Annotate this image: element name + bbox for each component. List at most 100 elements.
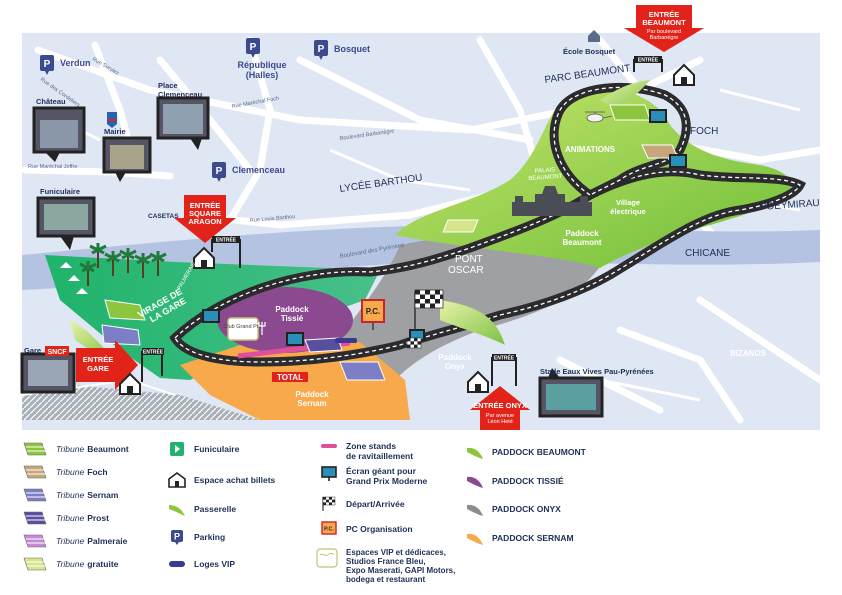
screen-icon (321, 466, 337, 481)
club-grand-prix-icon (316, 548, 338, 568)
track-centerline (174, 171, 801, 363)
mairie-emblem (107, 112, 117, 128)
parking-republique-label: République(Halles) (238, 60, 287, 80)
legend-paddock-sernam: PADDOCK SERNAM (466, 530, 574, 546)
legend-passerelle: Passerelle (168, 501, 236, 517)
svg-text:ENTRÉE: ENTRÉE (216, 236, 237, 244)
stade-label: Stade Eaux Vives Pau-Pyrénées (540, 367, 654, 376)
total-label: TOTAL (277, 373, 303, 382)
funiculaire-label: Funiculaire (40, 187, 80, 196)
parking-verdun-label: Verdun (60, 58, 91, 68)
legend-espaces-vip: Espaces VIP et dédicaces,Studios France … (316, 548, 455, 584)
tribune-icon (23, 488, 47, 502)
legend-paddock-tissie: PADDOCK TISSIÉ (466, 473, 564, 489)
chateau-label: Château (36, 97, 66, 106)
tribune-icon (23, 534, 47, 548)
tribune-icon (23, 442, 47, 456)
pc-organisation-icon: P.C. (321, 521, 337, 535)
svg-text:ENTRÉE: ENTRÉE (638, 56, 659, 64)
svg-text:SNCF: SNCF (47, 349, 67, 356)
svg-text:Rue Louis Barthou: Rue Louis Barthou (250, 214, 296, 224)
bizanos-label: BIZANOS (730, 349, 767, 358)
svg-text:Rue Maréchal Joffre: Rue Maréchal Joffre (28, 164, 77, 170)
loges-vip (335, 338, 357, 343)
passerelle-onyx (440, 300, 505, 345)
svg-text:P: P (174, 532, 180, 542)
svg-text:P: P (216, 166, 223, 177)
photo-callouts (20, 96, 604, 418)
legend-paddock-beaumont: PADDOCK BEAUMONT (466, 444, 586, 460)
tribunes (101, 104, 679, 381)
loges-vip-icon (169, 561, 185, 567)
tribune-icon (23, 511, 47, 525)
club-grand-prix: Club Grand Prix (223, 317, 263, 341)
sncf-logo: SNCF (45, 346, 69, 356)
svg-text:P: P (44, 59, 51, 70)
railway (22, 380, 260, 420)
palm-trees (79, 243, 167, 286)
entrance-onyx-title: ENTRÉE ONYX (473, 401, 527, 410)
legend-pc: P.C. PC Organisation (320, 521, 413, 537)
legend-billets: Espace achat billets (168, 472, 275, 488)
legend-paddock-onyx: PADDOCK ONYX (466, 501, 561, 517)
ecole-bosquet-label: École Bosquet (563, 47, 616, 56)
parking-markers: P P P P (40, 38, 328, 182)
svg-text:P.C.: P.C. (324, 527, 334, 533)
foch-label: FOCH (690, 126, 718, 137)
tribune-icon (23, 465, 47, 479)
legend-parking: P Parking (168, 529, 225, 545)
club-label: Club Grand Prix (223, 324, 262, 330)
parking-clemenceau-label: Clemenceau (232, 165, 285, 175)
depart-arrivee-flag (414, 289, 444, 330)
circuit-map: P.C. Club Grand Prix TOTAL P P P P Verdu… (20, 5, 821, 430)
parking-bosquet-label: Bosquet (334, 44, 370, 54)
ticket-booth-icon (168, 472, 186, 488)
mairie-label: Mairie (104, 127, 126, 136)
paddock-swatch (467, 533, 483, 545)
gare-label: Gare (24, 346, 41, 355)
palais-beaumont-label: PALAISBEAUMONT (528, 167, 563, 182)
svg-text:ENTRÉE: ENTRÉE (143, 348, 164, 356)
funiculaire-icon (170, 442, 184, 456)
paddock-swatch (467, 476, 483, 488)
legend-depart: Départ/Arrivée (320, 496, 405, 512)
helicopter-icon (585, 111, 613, 123)
legend-loges: Loges VIP (168, 556, 235, 572)
paddock-swatch (467, 504, 483, 516)
ticket-booths (119, 63, 695, 395)
funiculaire-arrows (60, 262, 88, 294)
svg-text:P: P (250, 42, 257, 53)
svg-text:CASETAS: CASETAS (148, 213, 179, 220)
ecole-bosquet-icon (588, 30, 600, 42)
tribune-icon (23, 557, 47, 571)
passerelle-icon (169, 505, 185, 516)
palais-beaumont-building (512, 186, 592, 216)
svg-text:ENTRÉE: ENTRÉE (494, 354, 515, 362)
poeymirau-label: POEYMIRAU (759, 198, 820, 213)
parking-labels: Verdun République(Halles) Bosquet Clemen… (60, 44, 370, 175)
animations-label: ANIMATIONS (565, 145, 616, 154)
